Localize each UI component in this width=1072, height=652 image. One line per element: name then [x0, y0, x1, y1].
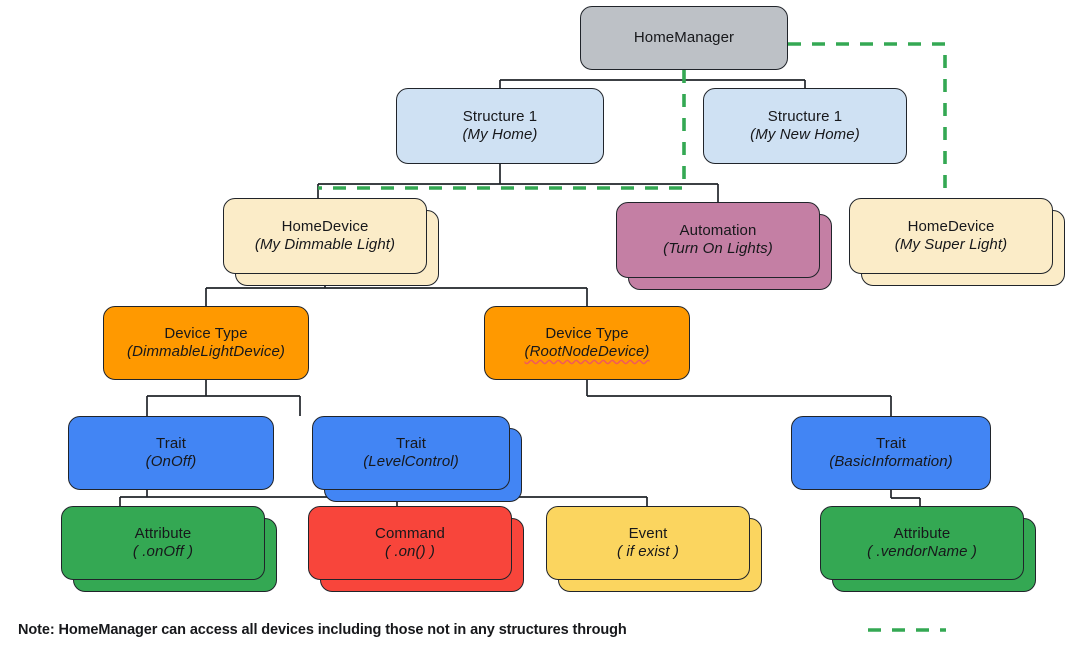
node-subtitle: (My New Home) — [750, 126, 860, 143]
node-subtitle: ( if exist ) — [616, 543, 680, 560]
node-automation-turn-on[interactable]: Automation(Turn On Lights) — [616, 202, 820, 278]
node-event-if-exist[interactable]: Event( if exist ) — [546, 506, 750, 580]
node-title: HomeDevice — [907, 217, 995, 235]
node-structure-my-home[interactable]: Structure 1(My Home) — [396, 88, 604, 164]
node-subtitle: ( .on() ) — [384, 543, 436, 560]
node-subtitle: (My Super Light) — [894, 236, 1008, 253]
node-structure-my-new-home[interactable]: Structure 1(My New Home) — [703, 88, 907, 164]
node-subtitle: (My Home) — [462, 126, 538, 143]
node-title: Structure 1 — [767, 107, 843, 125]
node-home-manager[interactable]: HomeManager — [580, 6, 788, 70]
node-subtitle: (LevelControl) — [363, 453, 459, 470]
node-title: Event — [628, 524, 668, 542]
node-title: Trait — [156, 434, 186, 452]
node-subtitle: (BasicInformation) — [829, 453, 953, 470]
node-attribute-vendorname[interactable]: Attribute( .vendorName ) — [820, 506, 1024, 580]
node-home-device-dimmable[interactable]: HomeDevice(My Dimmable Light) — [223, 198, 427, 274]
node-subtitle: ( .vendorName ) — [867, 543, 977, 560]
node-trait-levelcontrol[interactable]: Trait(LevelControl) — [312, 416, 510, 490]
node-title: Automation — [679, 221, 757, 239]
node-subtitle: ( .onOff ) — [132, 543, 194, 560]
node-device-type-rootnode[interactable]: Device Type(RootNodeDevice) — [484, 306, 690, 380]
node-subtitle: (OnOff) — [145, 453, 197, 470]
diagram-note: Note: HomeManager can access all devices… — [18, 622, 627, 638]
node-command-on[interactable]: Command( .on() ) — [308, 506, 512, 580]
node-subtitle: (My Dimmable Light) — [254, 236, 396, 253]
node-title: Device Type — [545, 324, 629, 342]
node-title: Trait — [396, 434, 426, 452]
node-title: Command — [375, 524, 445, 542]
node-title: Structure 1 — [462, 107, 538, 125]
node-subtitle: (DimmableLightDevice) — [127, 343, 285, 360]
node-trait-onoff[interactable]: Trait(OnOff) — [68, 416, 274, 490]
node-subtitle: (Turn On Lights) — [663, 240, 773, 257]
node-trait-basicinfo[interactable]: Trait(BasicInformation) — [791, 416, 991, 490]
node-title: Attribute — [893, 524, 951, 542]
node-title: Device Type — [164, 324, 248, 342]
node-device-type-dimmable[interactable]: Device Type(DimmableLightDevice) — [103, 306, 309, 380]
node-home-device-super[interactable]: HomeDevice(My Super Light) — [849, 198, 1053, 274]
node-title: Trait — [876, 434, 906, 452]
node-attribute-onoff[interactable]: Attribute( .onOff ) — [61, 506, 265, 580]
node-title: HomeManager — [633, 28, 735, 46]
node-title: HomeDevice — [281, 217, 369, 235]
node-subtitle: (RootNodeDevice) — [524, 343, 650, 360]
node-title: Attribute — [134, 524, 192, 542]
